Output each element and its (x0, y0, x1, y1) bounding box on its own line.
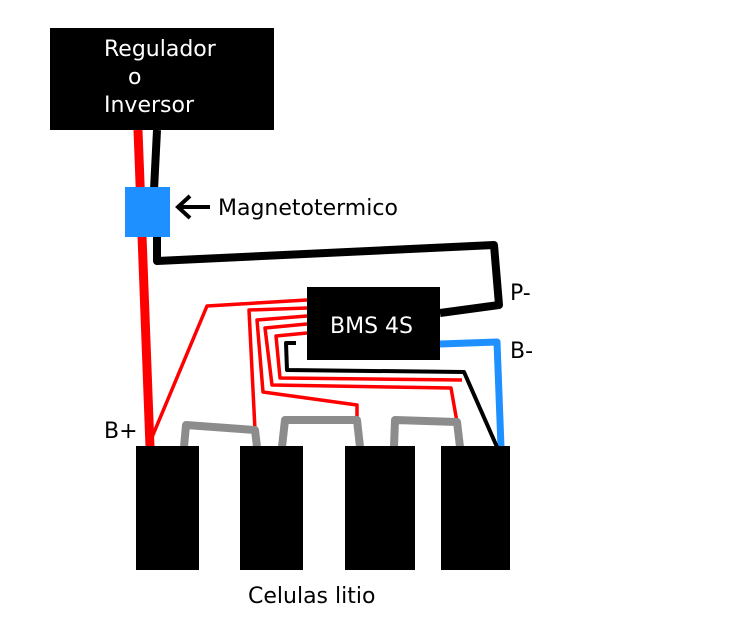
regulator-box: Regulador o Inversor (50, 28, 274, 130)
bms-label: BMS 4S (330, 314, 413, 339)
b-minus-label: B- (510, 339, 533, 364)
balance-wire-4 (263, 322, 459, 423)
p-minus-wire (153, 237, 503, 317)
cell-bridge-2 (278, 416, 364, 448)
b-plus-label: B+ (104, 419, 138, 444)
positive-main-wire (133, 129, 155, 448)
balance-wire-1 (148, 298, 308, 443)
bms-box: BMS 4S (307, 287, 440, 360)
balance-wire-5 (274, 331, 463, 382)
battery-cell-2 (240, 446, 303, 570)
battery-cells (136, 446, 510, 570)
bms-sense-wire-black (284, 341, 499, 448)
battery-cell-4 (441, 446, 510, 570)
breaker-box (125, 187, 170, 237)
b-minus-wire (439, 338, 505, 448)
breaker-arrow-icon (175, 194, 210, 220)
breaker-label: Magnetotermico (218, 196, 398, 221)
balance-wires (148, 298, 463, 443)
cell-bridges (180, 416, 464, 448)
regulator-label-line3: Inversor (104, 93, 195, 118)
regulator-label-line2: o (128, 65, 141, 90)
balance-wire-2 (247, 306, 308, 431)
battery-cell-1 (136, 446, 199, 570)
regulator-to-breaker-wire (150, 129, 161, 191)
cells-caption: Celulas litio (248, 584, 375, 609)
regulator-label-line1: Regulador (104, 37, 217, 62)
cell-bridge-3 (390, 416, 464, 448)
p-minus-label: P- (510, 281, 531, 306)
cell-bridge-1 (180, 421, 261, 448)
balance-wire-3 (255, 314, 359, 420)
battery-cell-3 (345, 446, 415, 570)
